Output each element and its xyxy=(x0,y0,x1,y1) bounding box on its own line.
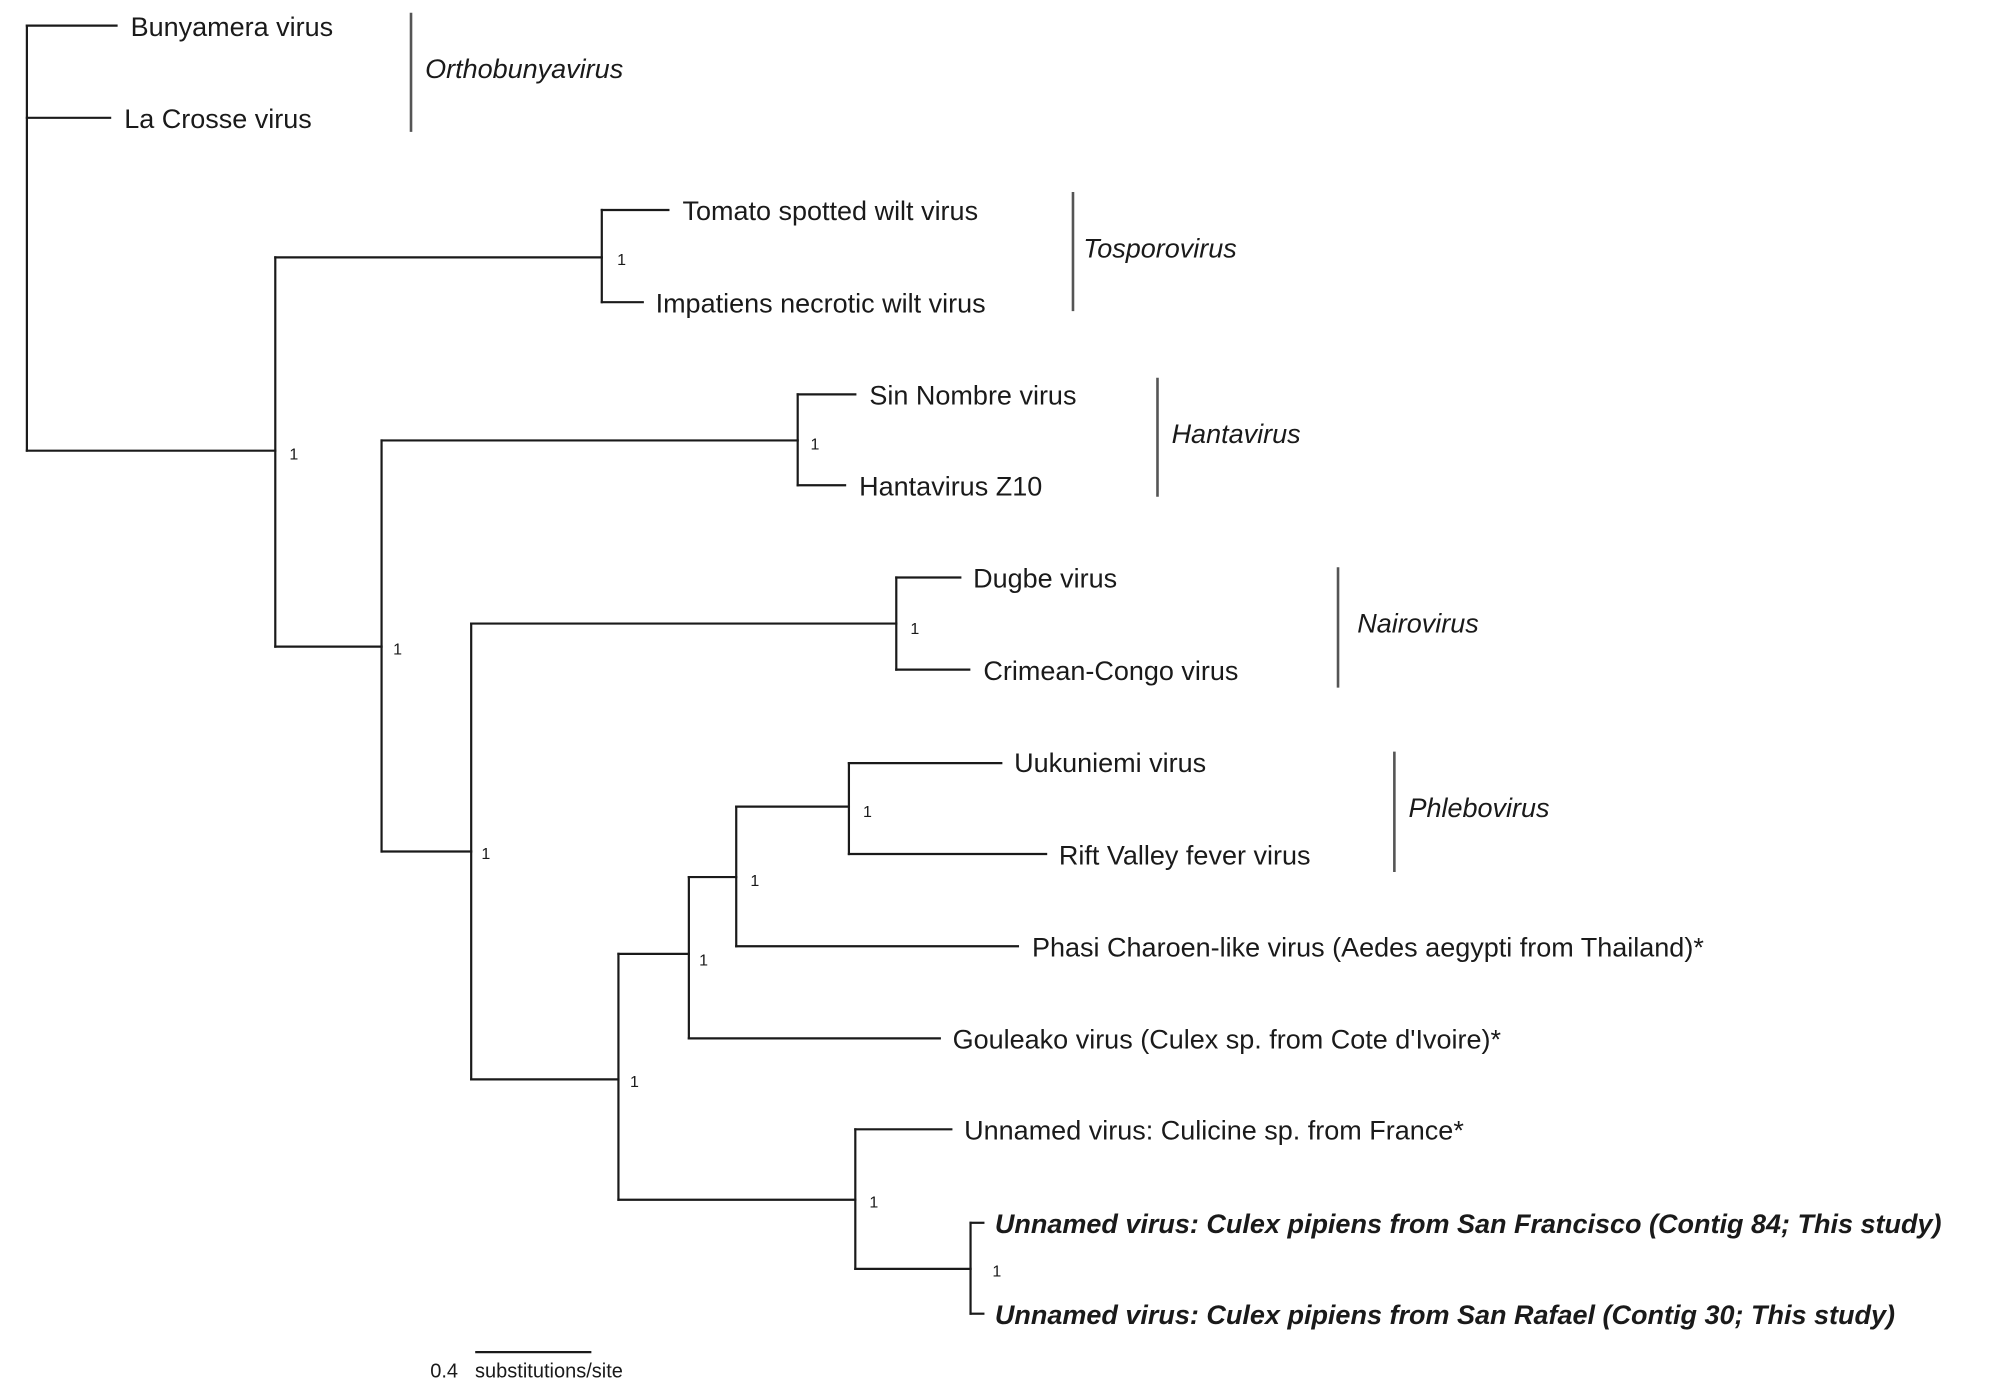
leaf-label: La Crosse virus xyxy=(124,104,312,134)
leaf-label-highlighted: Unnamed virus: Culex pipiens from San Ra… xyxy=(995,1300,1895,1330)
node-support-value: 1 xyxy=(910,621,919,638)
leaf-label: Phasi Charoen-like virus (Aedes aegypti … xyxy=(1032,932,1704,962)
node-support-value: 1 xyxy=(992,1264,1001,1281)
genus-brackets xyxy=(409,12,1396,872)
leaf-label: Uukuniemi virus xyxy=(1014,748,1206,778)
leaf-label: Crimean-Congo virus xyxy=(983,656,1238,686)
leaf-label: Rift Valley fever virus xyxy=(1059,840,1311,870)
leaf-label: Dugbe virus xyxy=(973,564,1117,594)
node-support-value: 1 xyxy=(699,952,708,969)
node-support-value: 1 xyxy=(863,804,872,821)
scale-bar-label: substitutions/site xyxy=(475,1361,623,1383)
tree-branches xyxy=(25,24,1048,1315)
node-support-value: 1 xyxy=(750,873,759,890)
scale-bar-value: 0.4 xyxy=(430,1361,458,1383)
node-support-value: 1 xyxy=(869,1194,878,1211)
leaf-label: Bunyamera virus xyxy=(131,12,334,42)
leaf-label: Gouleako virus (Culex sp. from Cote d'Iv… xyxy=(953,1025,1502,1055)
leaf-label: Hantavirus Z10 xyxy=(859,472,1042,502)
node-support-value: 1 xyxy=(617,252,626,269)
genus-label-orthobunyavirus: Orthobunyavirus xyxy=(425,54,623,84)
node-support-value: 1 xyxy=(289,447,298,464)
node-support-value: 1 xyxy=(481,846,490,863)
genus-label-phlebovirus: Phlebovirus xyxy=(1408,793,1549,823)
leaf-label: Unnamed virus: Culicine sp. from France* xyxy=(964,1116,1464,1146)
leaf-label: Sin Nombre virus xyxy=(869,381,1076,411)
leaf-label: Tomato spotted wilt virus xyxy=(682,196,978,226)
genus-label-hantavirus: Hantavirus xyxy=(1172,419,1301,449)
node-support-value: 1 xyxy=(393,641,402,658)
node-support-value: 1 xyxy=(810,436,819,453)
node-support-value: 1 xyxy=(630,1074,639,1091)
leaf-label-highlighted: Unnamed virus: Culex pipiens from San Fr… xyxy=(995,1209,1942,1239)
genus-label-tosporovirus: Tosporovirus xyxy=(1083,233,1237,263)
genus-label-nairovirus: Nairovirus xyxy=(1357,609,1479,639)
leaf-label: Impatiens necrotic wilt virus xyxy=(656,288,986,318)
